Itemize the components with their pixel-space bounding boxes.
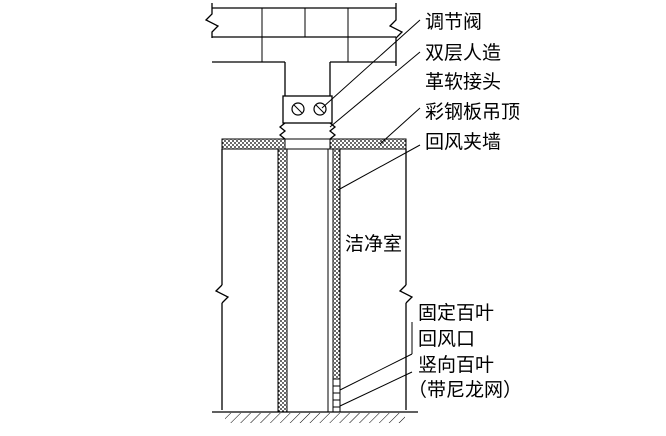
right-wall: [398, 149, 414, 410]
label-flex-joint-line1: 双层人造: [425, 42, 501, 64]
supply-duct: [204, 3, 404, 96]
floor: [212, 411, 418, 423]
label-return-wall: 回风夹墙: [425, 131, 501, 153]
flexible-joint: [278, 122, 337, 140]
label-flex-joint-line2: 革软接头: [425, 71, 501, 93]
break-mark-right: [388, 3, 404, 66]
label-vertical-louver: 竖向百叶: [418, 354, 494, 376]
leader-lines: [321, 19, 421, 407]
label-return-outlet: 回风口: [418, 328, 475, 350]
label-nylon-mesh: （带尼龙网）: [408, 379, 522, 401]
left-wall: [214, 149, 230, 410]
return-air-wall: [277, 148, 341, 413]
break-mark-left: [204, 3, 220, 38]
label-ceiling: 彩钢板吊顶: [425, 101, 520, 123]
label-damper: 调节阀: [425, 11, 482, 33]
label-clean-room: 洁净室: [345, 233, 402, 255]
damper: [282, 95, 333, 124]
color-steel-ceiling: [221, 138, 407, 150]
label-fixed-louver: 固定百叶: [418, 302, 494, 324]
